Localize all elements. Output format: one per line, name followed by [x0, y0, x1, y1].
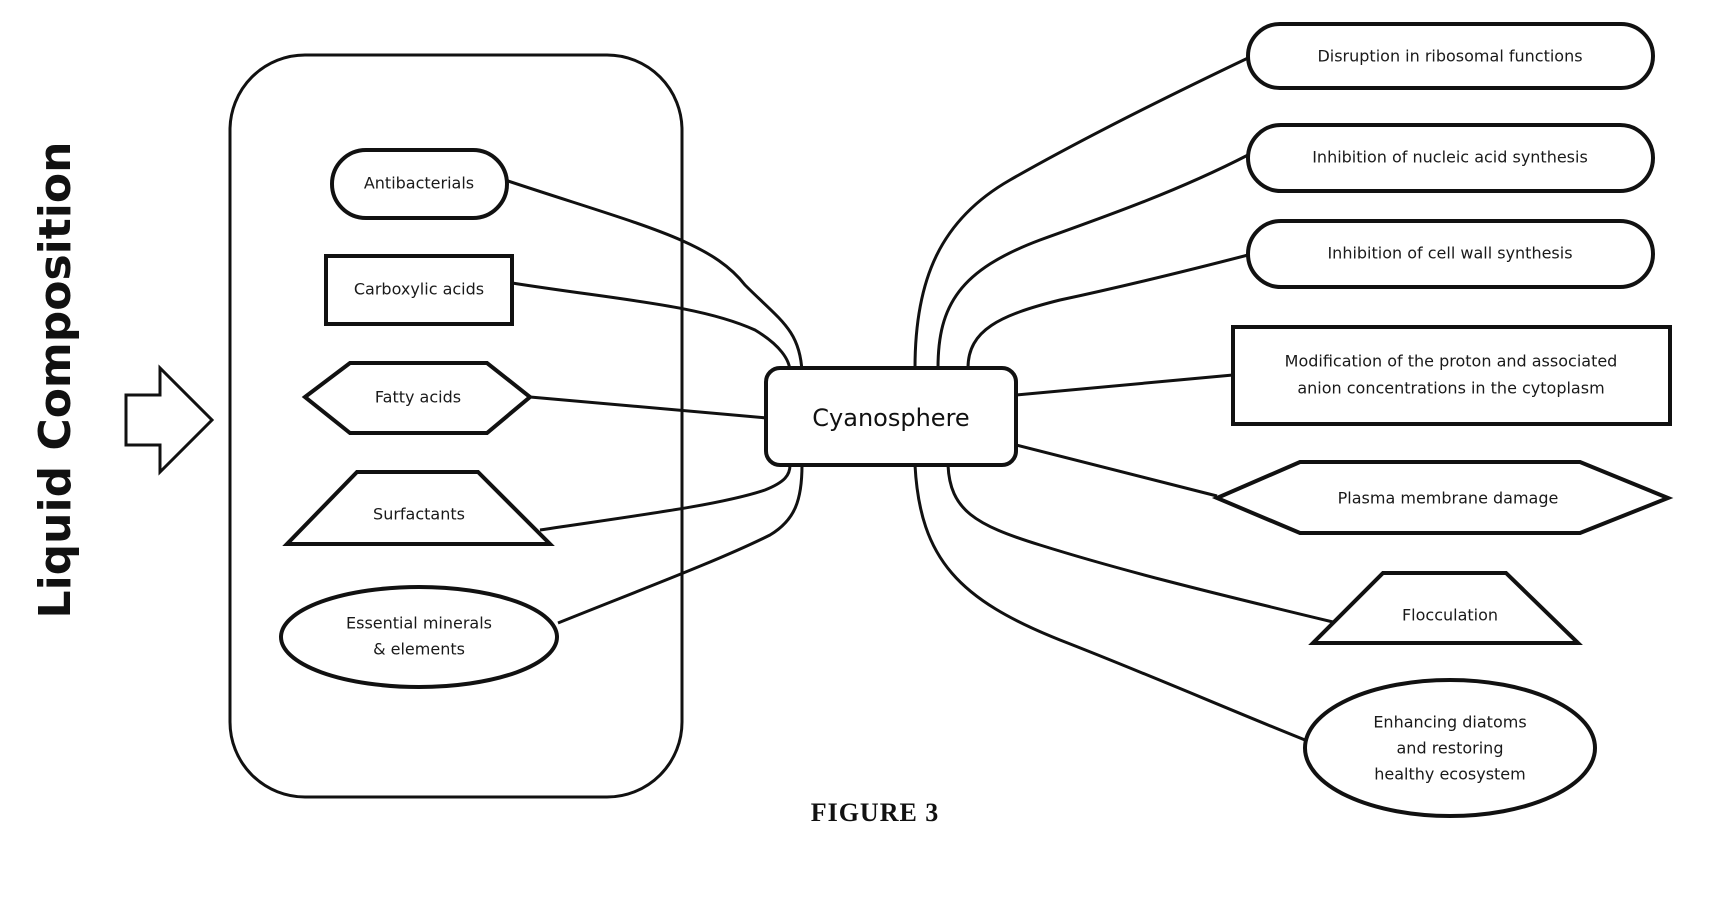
node-label: Inhibition of cell wall synthesis — [1327, 244, 1572, 263]
node-label-line-3: healthy ecosystem — [1374, 765, 1525, 784]
node-label: Disruption in ribosomal functions — [1317, 47, 1582, 66]
input-node-minerals: Essential minerals & elements — [281, 587, 557, 687]
node-label-line-2: & elements — [373, 640, 465, 659]
node-label: Surfactants — [373, 505, 465, 524]
effect-node-cell-wall: Inhibition of cell wall synthesis — [1248, 221, 1653, 287]
node-label-line-1: Modification of the proton and associate… — [1285, 352, 1618, 371]
connector-nucleic-acid — [938, 155, 1248, 368]
input-node-carboxylic-acids: Carboxylic acids — [326, 256, 512, 324]
node-label: Antibacterials — [364, 174, 474, 193]
effect-node-diatoms: Enhancing diatoms and restoring healthy … — [1305, 680, 1595, 816]
effect-node-membrane: Plasma membrane damage — [1217, 462, 1668, 533]
node-label-line-1: Essential minerals — [346, 614, 492, 633]
connector-ribosomal — [915, 58, 1248, 368]
node-label-line-2: anion concentrations in the cytoplasm — [1297, 379, 1604, 398]
node-label: Fatty acids — [375, 388, 461, 407]
input-node-antibacterials: Antibacterials — [332, 150, 507, 218]
effect-node-nucleic-acid: Inhibition of nucleic acid synthesis — [1248, 125, 1653, 191]
effect-node-ribosomal: Disruption in ribosomal functions — [1248, 24, 1653, 88]
right-arrow-icon — [126, 368, 212, 472]
node-label-line-2: and restoring — [1397, 739, 1504, 758]
node-label: Flocculation — [1402, 606, 1498, 625]
connector-cell-wall — [968, 255, 1248, 368]
center-node-label: Cyanosphere — [812, 404, 969, 432]
figure-caption: FIGURE 3 — [811, 798, 940, 827]
node-label: Inhibition of nucleic acid synthesis — [1312, 148, 1588, 167]
input-node-fatty-acids: Fatty acids — [305, 363, 530, 433]
connector-membrane — [1016, 445, 1217, 496]
side-title: Liquid Composition — [30, 142, 81, 619]
effect-node-proton: Modification of the proton and associate… — [1233, 327, 1670, 424]
connector-proton — [1016, 375, 1233, 395]
node-label-line-1: Enhancing diatoms — [1373, 713, 1526, 732]
effect-node-flocculation: Flocculation — [1313, 573, 1578, 643]
node-label: Plasma membrane damage — [1338, 489, 1559, 508]
center-node-cyanosphere: Cyanosphere — [766, 368, 1016, 465]
node-label: Carboxylic acids — [354, 280, 484, 299]
